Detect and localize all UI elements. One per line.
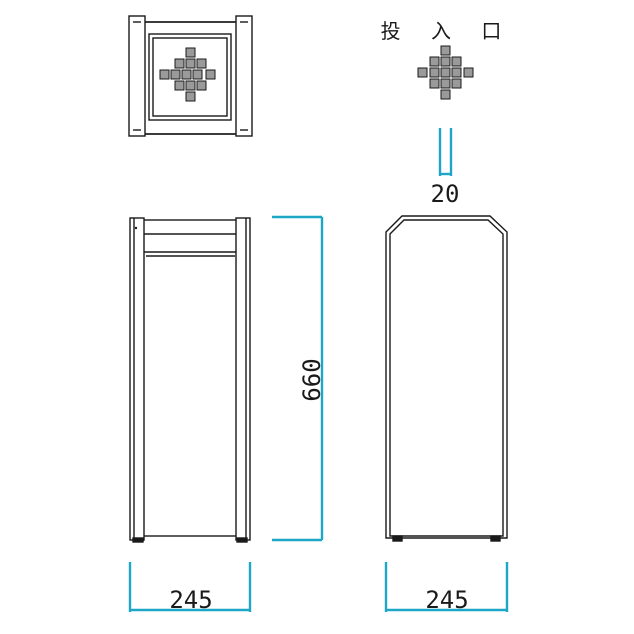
front-view-right-post <box>235 217 251 541</box>
slot-width-dimension <box>438 128 453 176</box>
top-view-opening-grid <box>159 47 216 102</box>
front-view-body <box>142 219 239 537</box>
top-view-lid-inner <box>152 37 228 117</box>
side-view <box>385 215 508 542</box>
side-width-dimension <box>384 562 509 612</box>
height-label: 660 <box>298 358 326 401</box>
side-width-label: 245 <box>425 586 468 614</box>
slot-width-label: 20 <box>431 180 460 208</box>
front-view <box>129 217 251 543</box>
front-view-left-post <box>129 217 145 541</box>
opening-detail-grid <box>417 45 474 100</box>
top-view-right-post <box>235 15 253 137</box>
height-dimension <box>272 215 324 542</box>
side-view-outline <box>385 215 508 539</box>
top-view <box>128 15 253 137</box>
front-width-label: 245 <box>169 586 212 614</box>
front-width-dimension <box>128 562 252 612</box>
top-view-left-post <box>128 15 146 137</box>
opening-label: 投 入 口 <box>381 19 514 43</box>
top-view-lid <box>148 33 232 121</box>
side-view-inner <box>389 219 504 537</box>
